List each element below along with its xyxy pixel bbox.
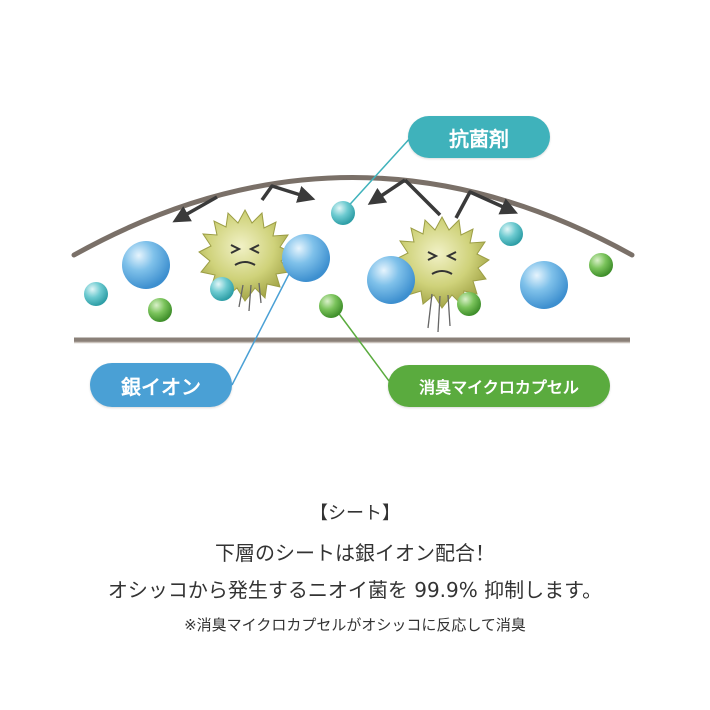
connector-silver-ion: [231, 271, 291, 386]
antibacterial-sphere: [331, 201, 355, 225]
arrow-icon: [454, 190, 518, 219]
deodorant-capsule-sphere: [457, 292, 481, 316]
caption-heading: 【シート】: [310, 503, 400, 524]
antibacterial-sphere: [210, 277, 234, 301]
deodorant-capsule-label: 消臭マイクロカプセル: [388, 365, 610, 407]
repel-arrows: [172, 178, 518, 223]
odor-germ-icon: [395, 215, 490, 333]
arrow-icon: [172, 195, 218, 223]
silver-ion-sphere: [282, 234, 330, 282]
sheet-diagram: [71, 135, 635, 386]
deodorant-capsule-sphere: [148, 298, 172, 322]
deodorant-capsule-sphere: [319, 294, 343, 318]
connector-capsule: [333, 306, 393, 386]
silver-ion-sphere: [520, 261, 568, 309]
sheet-top-curve: [71, 175, 635, 258]
deodorant-capsule-sphere: [589, 253, 613, 277]
arrow-icon: [367, 178, 406, 205]
arrow-icon: [260, 184, 316, 203]
caption-note: ※消臭マイクロカプセルがオシッコに反応して消臭: [184, 616, 526, 634]
silver-ion-sphere: [367, 256, 415, 304]
antibacterial-sphere: [84, 282, 108, 306]
caption-line-2: オシッコから発生するニオイ菌を 99.9% 抑制します。: [107, 578, 603, 602]
antibacterial-sphere: [499, 222, 523, 246]
connector-antibacterial: [342, 135, 413, 213]
silver-ion-sphere: [122, 241, 170, 289]
caption-line-1: 下層のシートは銀イオン配合！: [215, 541, 495, 565]
silver-ion-label: 銀イオン: [90, 363, 232, 407]
antibacterial-label: 抗菌剤: [408, 116, 550, 158]
